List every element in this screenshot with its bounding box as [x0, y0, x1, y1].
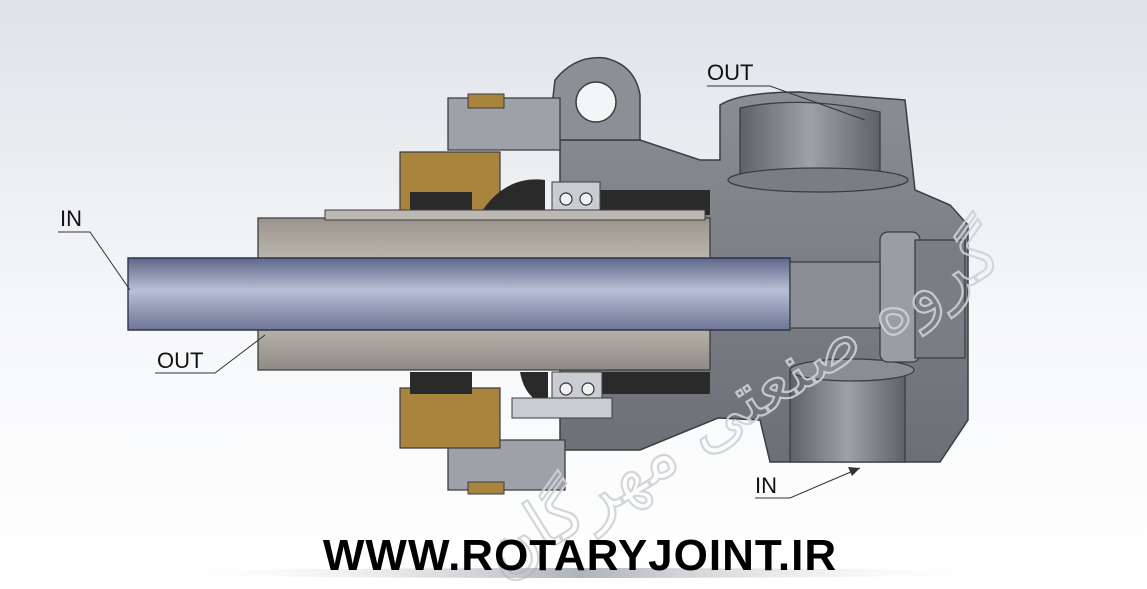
leader-in-left [58, 231, 131, 291]
arrowhead-in-bottom [848, 467, 860, 476]
label-out-top: OUT [707, 60, 753, 85]
top-out-port [739, 101, 881, 179]
shaft-shoulder [324, 209, 706, 221]
seal-bottom-cone [520, 372, 548, 405]
threaded-nut-bottom [447, 439, 566, 491]
website-url: WWW.ROTARYJOINT.IR [323, 531, 837, 580]
leader-in-bottom [755, 467, 861, 499]
brass-insert-top [467, 93, 505, 109]
end-cap [914, 239, 966, 359]
seal-top-left [410, 192, 472, 214]
label-in-bottom: IN [755, 473, 777, 498]
bottom-port-flange [789, 358, 915, 382]
inner-tube-extension [789, 261, 881, 329]
brass-seal-holder-bottom [399, 387, 501, 449]
leader-lines [58, 85, 866, 499]
label-in-left: IN [60, 206, 82, 231]
brass-insert-bottom [467, 481, 505, 495]
inner-tube [127, 257, 791, 331]
bearing-bottom [511, 371, 613, 419]
seal-bottom-right [600, 372, 710, 394]
url-shadow [160, 568, 1000, 578]
label-out-left: OUT [157, 348, 203, 373]
leader-out-left [155, 334, 266, 374]
mounting-hole [575, 81, 617, 123]
threaded-nut-top [447, 97, 561, 151]
top-port-flange [727, 167, 909, 193]
seal-bottom-left [410, 372, 472, 394]
leader-out-top [707, 85, 866, 121]
seal-top-cone [480, 179, 545, 215]
